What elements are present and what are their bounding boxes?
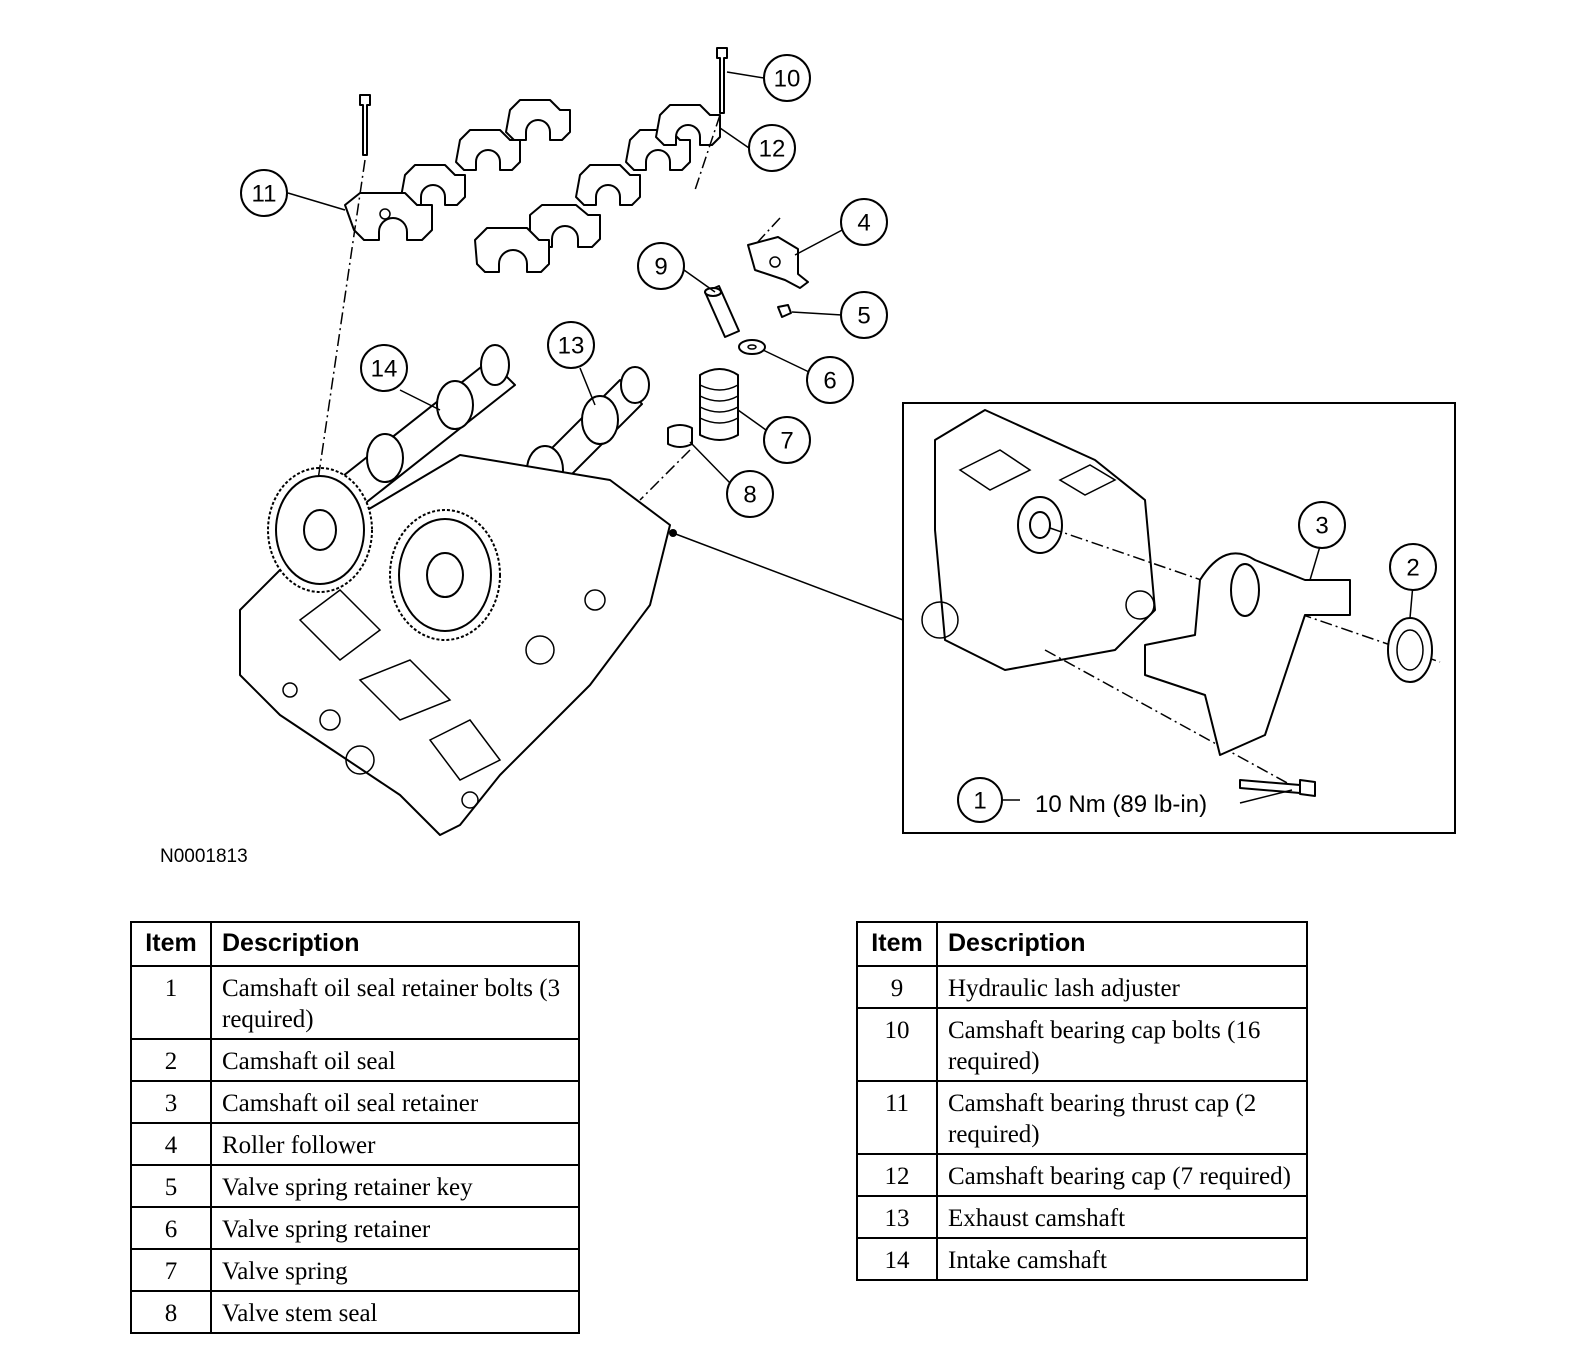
- header-item: Item: [856, 921, 938, 967]
- callout-label: 11: [252, 181, 277, 208]
- callout-4: 4: [840, 198, 888, 246]
- detail-anchor-dot: [669, 529, 677, 537]
- callout-label: 3: [1315, 513, 1328, 540]
- item-number: 14: [856, 1237, 938, 1281]
- callout-2: 2: [1389, 543, 1437, 591]
- torque-spec: 10 Nm (89 lb-in): [1035, 791, 1207, 818]
- item-description: Camshaft bearing cap (7 required): [936, 1153, 1308, 1197]
- detail-inset: [902, 402, 1456, 834]
- item-description: Exhaust camshaft: [936, 1195, 1308, 1239]
- callout-12: 12: [748, 124, 796, 172]
- callout-3: 3: [1298, 501, 1346, 549]
- item-number: 3: [130, 1080, 212, 1124]
- item-number: 7: [130, 1248, 212, 1292]
- valve-train-parts: [667, 236, 809, 448]
- item-number: 8: [130, 1290, 212, 1334]
- item-number: 1: [130, 965, 212, 1040]
- alignment-lines: [317, 114, 781, 501]
- callout-label: 9: [654, 254, 667, 281]
- figure-id: N0001813: [160, 846, 248, 867]
- item-description: Camshaft oil seal: [210, 1038, 580, 1082]
- item-description: Roller follower: [210, 1122, 580, 1166]
- callout-label: 14: [371, 356, 398, 383]
- camshaft-sprockets: [267, 467, 501, 641]
- callout-label: 2: [1406, 555, 1419, 582]
- item-number: 6: [130, 1206, 212, 1250]
- item-number: 11: [856, 1080, 938, 1155]
- item-description: Valve spring retainer: [210, 1206, 580, 1250]
- callout-label: 10: [774, 66, 801, 93]
- callout-label: 1: [973, 788, 986, 815]
- callout-label: 8: [743, 482, 756, 509]
- bearing-cap-bolts: [359, 47, 728, 156]
- callout-8: 8: [726, 470, 774, 518]
- leader-lines: [287, 71, 904, 621]
- item-number: 13: [856, 1195, 938, 1239]
- callout-label: 6: [823, 368, 836, 395]
- item-description: Camshaft bearing thrust cap (2 required): [936, 1080, 1308, 1155]
- item-number: 4: [130, 1122, 212, 1166]
- table-header-row: Item Description: [130, 921, 580, 967]
- bearing-caps: [344, 99, 721, 273]
- item-number: 2: [130, 1038, 212, 1082]
- item-description: Camshaft oil seal retainer bolts (3 requ…: [210, 965, 580, 1040]
- callout-13: 13: [547, 321, 595, 369]
- callout-9: 9: [637, 242, 685, 290]
- item-number: 5: [130, 1164, 212, 1208]
- item-description: Valve stem seal: [210, 1290, 580, 1334]
- item-description: Camshaft bearing cap bolts (16 required): [936, 1007, 1308, 1082]
- item-description: Intake camshaft: [936, 1237, 1308, 1281]
- callout-6: 6: [806, 356, 854, 404]
- header-description: Description: [936, 921, 1308, 967]
- table-header-row: Item Description: [856, 921, 1308, 967]
- callout-10: 10: [763, 54, 811, 102]
- callout-label: 13: [558, 333, 585, 360]
- item-number: 10: [856, 1007, 938, 1082]
- item-number: 9: [856, 965, 938, 1009]
- header-description: Description: [210, 921, 580, 967]
- callout-11: 11: [240, 169, 288, 217]
- item-description: Valve spring retainer key: [210, 1164, 580, 1208]
- callout-5: 5: [840, 291, 888, 339]
- callout-14: 14: [360, 344, 408, 392]
- item-description: Hydraulic lash adjuster: [936, 965, 1308, 1009]
- item-number: 12: [856, 1153, 938, 1197]
- callout-1: 1: [957, 777, 1003, 823]
- exploded-view-diagram: 10 12 11 4 9 5 6 7 8 13 14 3 2 1 10 Nm (…: [160, 47, 1456, 867]
- item-description: Valve spring: [210, 1248, 580, 1292]
- item-description: Camshaft oil seal retainer: [210, 1080, 580, 1124]
- header-item: Item: [130, 921, 212, 967]
- callout-label: 7: [780, 428, 793, 455]
- callout-label: 5: [857, 303, 870, 330]
- callout-7: 7: [763, 416, 811, 464]
- callout-label: 12: [759, 136, 786, 163]
- callout-label: 4: [857, 210, 870, 237]
